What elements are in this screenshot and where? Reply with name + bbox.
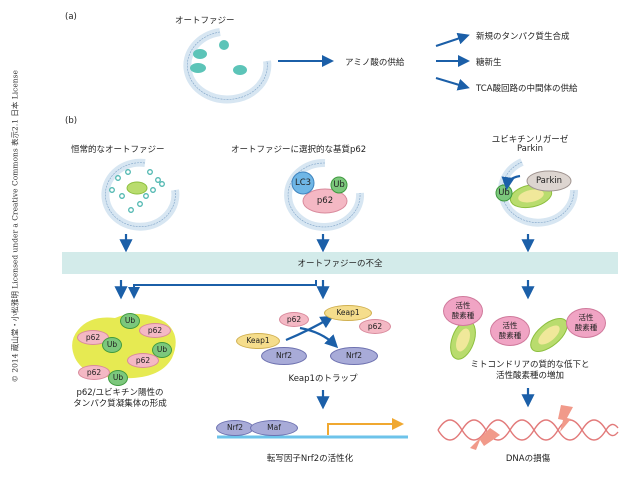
ros-line2: 酸素種 [451,311,475,320]
keap1-badge: Keap1 [324,305,372,321]
p62-badge: p62 [279,312,309,327]
keap-trap-caption: Keap1のトラップ [288,374,358,384]
ros-bubble: 活性 酸素種 [566,308,606,338]
amino-acid-particle [219,40,229,50]
amino-acid-particle [193,49,207,59]
ros-line1: 活性 [502,321,518,330]
ub-badge: Ub [120,313,140,329]
keap1-badge: Keap1 [236,333,280,349]
autophagosome-constitutive [101,158,180,231]
autophagosome-parkin [495,158,579,227]
col1-title: 恒常的なオートファジー [71,145,165,155]
mitochondrion-damaged [450,320,476,360]
p62-badge: p62 [316,196,334,206]
autophagosome-a [183,28,272,104]
p62-badge: p62 [77,330,109,345]
arrow-tca [435,77,470,91]
autophagy-failure-band: オートファジーの不全 [62,252,618,274]
p62-badge: p62 [127,353,159,368]
amino-acid-particle [190,63,206,73]
panel-a-label: (a) [65,12,77,22]
nrf2-activation-caption: 転写因子Nrf2の活性化 [266,454,354,464]
col2-title: オートファジーに選択的な基質p62 [231,145,367,155]
arrow-protein [435,32,470,47]
aggregate-caption-line1: p62/ユビキチン陽性の [76,388,164,398]
col3-title: ユビキチンリガーゼ [491,135,569,145]
nrf2-badge: Nrf2 [330,347,378,365]
ros-bubble: 活性 酸素種 [490,316,530,346]
output-protein-synthesis: 新規のタンパク質生合成 [476,32,570,42]
ros-line2: 酸素種 [574,323,598,332]
band-label: オートファジーの不全 [297,259,383,269]
mitochondrion [126,181,148,195]
ub-badge: Ub [152,342,172,358]
p62-badge: p62 [359,319,391,334]
p62-badge: p62 [139,323,171,338]
panel-b-label: (b) [65,116,78,126]
nrf2-badge: Nrf2 [261,347,307,365]
dna-helix [437,419,619,441]
autophagosome-p62 [284,158,365,231]
amino-acid-supply: アミノ酸の供給 [345,58,405,68]
ros-bubble: 活性 酸素種 [443,296,483,326]
p62-badge: p62 [78,365,110,380]
ub-badge: Ub [108,370,128,386]
amino-acid-particle [233,65,247,75]
ros-line2: 酸素種 [498,331,522,340]
dna-damage-caption: DNAの損傷 [505,454,551,464]
ros-line1: 活性 [578,313,594,322]
ub-badge: Ub [102,337,122,353]
ros-caption-line1: ミトコンドリアの質的な低下と [470,360,590,370]
output-tca-intermediates: TCA酸回路の中間体の供給 [476,84,578,94]
maf-dna-badge: Maf [250,420,298,436]
parkin-badge: Parkin [535,176,563,186]
ub-badge: Ub [498,188,510,198]
ub-badge: Ub [333,180,345,190]
mitochondrion-damaged [530,318,568,352]
damage-lightning-icon [470,428,500,450]
output-gluconeogenesis: 糖新生 [476,58,502,68]
lc3-badge: LC3 [294,178,312,188]
transcription-arrow [327,418,404,435]
ros-line1: 活性 [455,301,471,310]
nrf2-dna-badge: Nrf2 [216,420,254,436]
damage-lightning-icon [558,405,573,432]
col3-subtitle: Parkin [516,144,544,154]
panel-a-title: オートファジー [175,16,235,26]
ros-caption-line2: 活性酸素種の増加 [495,371,564,381]
aggregate-caption-line2: タンパク質凝集体の形成 [73,399,167,409]
